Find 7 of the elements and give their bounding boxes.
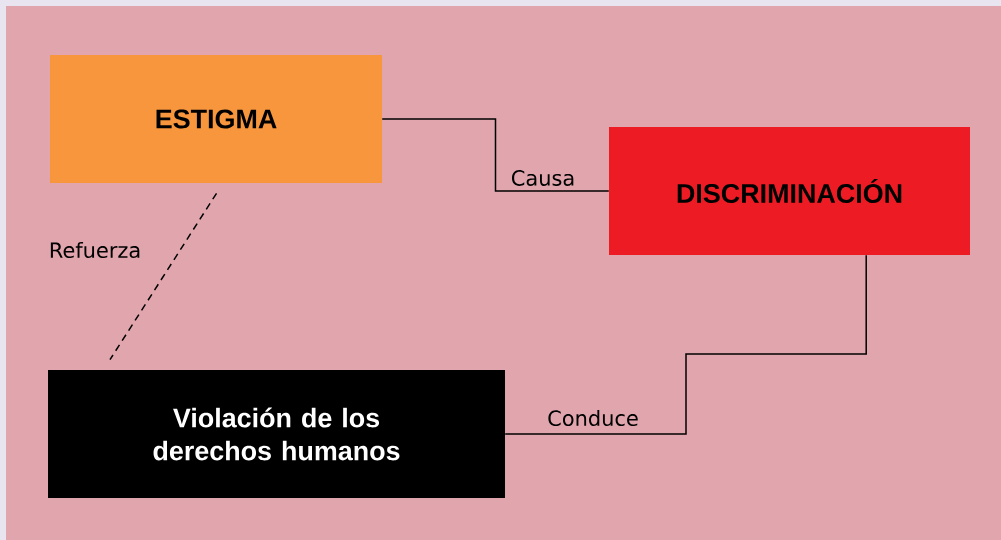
connector-line: [504, 254, 867, 435]
connector-line: [109, 192, 218, 361]
connector-line: [381, 118, 610, 192]
concept-box: ESTIGMA: [50, 55, 382, 183]
edge-label: Causa: [509, 169, 577, 187]
concept-box: Violación de los derechos humanos: [48, 370, 505, 498]
concept-box: DISCRIMINACIÓN: [609, 127, 970, 255]
